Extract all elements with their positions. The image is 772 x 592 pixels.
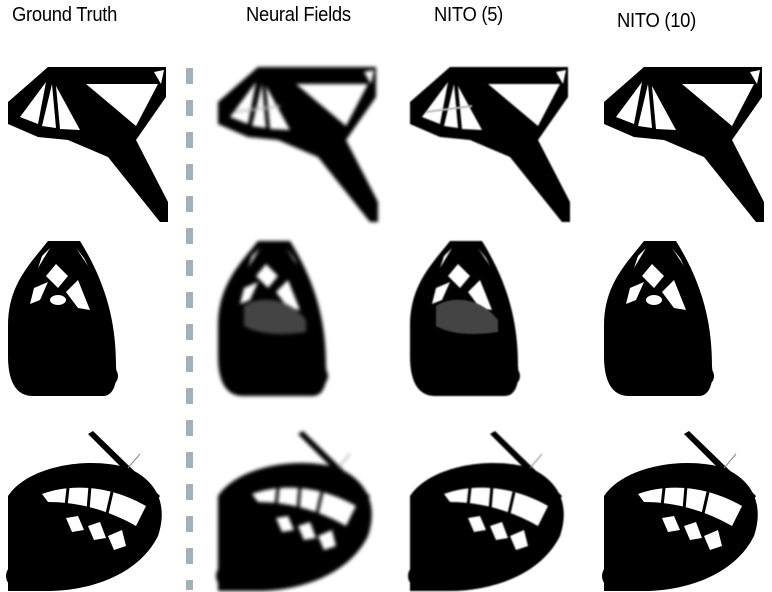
topology-image xyxy=(6,431,162,591)
header-nito-10: NITO (10) xyxy=(617,10,696,32)
result-cantilever-fan-2 xyxy=(410,62,570,227)
result-cantilever-fan-0 xyxy=(8,62,168,227)
topology-image xyxy=(410,67,570,222)
result-cantilever-fan-1 xyxy=(218,62,378,227)
result-bell-arch-0 xyxy=(8,236,168,401)
result-curved-beam-3 xyxy=(602,426,764,591)
result-curved-beam-0 xyxy=(6,426,168,591)
result-curved-beam-2 xyxy=(408,426,570,591)
topology-image xyxy=(216,431,372,591)
result-cantilever-fan-3 xyxy=(604,62,764,227)
result-bell-arch-1 xyxy=(218,236,378,401)
result-bell-arch-3 xyxy=(604,236,764,401)
topology-image xyxy=(604,241,714,396)
topology-image xyxy=(8,67,168,222)
header-nito-5: NITO (5) xyxy=(434,4,504,26)
topology-image xyxy=(602,431,758,591)
result-bell-arch-2 xyxy=(410,236,570,401)
topology-image xyxy=(408,431,564,591)
topology-image xyxy=(218,241,328,396)
header-ground-truth: Ground Truth xyxy=(12,4,118,26)
topology-image xyxy=(604,67,764,222)
dashed-divider xyxy=(186,60,193,590)
topology-image xyxy=(218,67,378,222)
header-neural-fields: Neural Fields xyxy=(246,4,351,26)
result-curved-beam-1 xyxy=(216,426,378,591)
topology-image xyxy=(410,241,520,396)
topology-image xyxy=(8,241,118,396)
